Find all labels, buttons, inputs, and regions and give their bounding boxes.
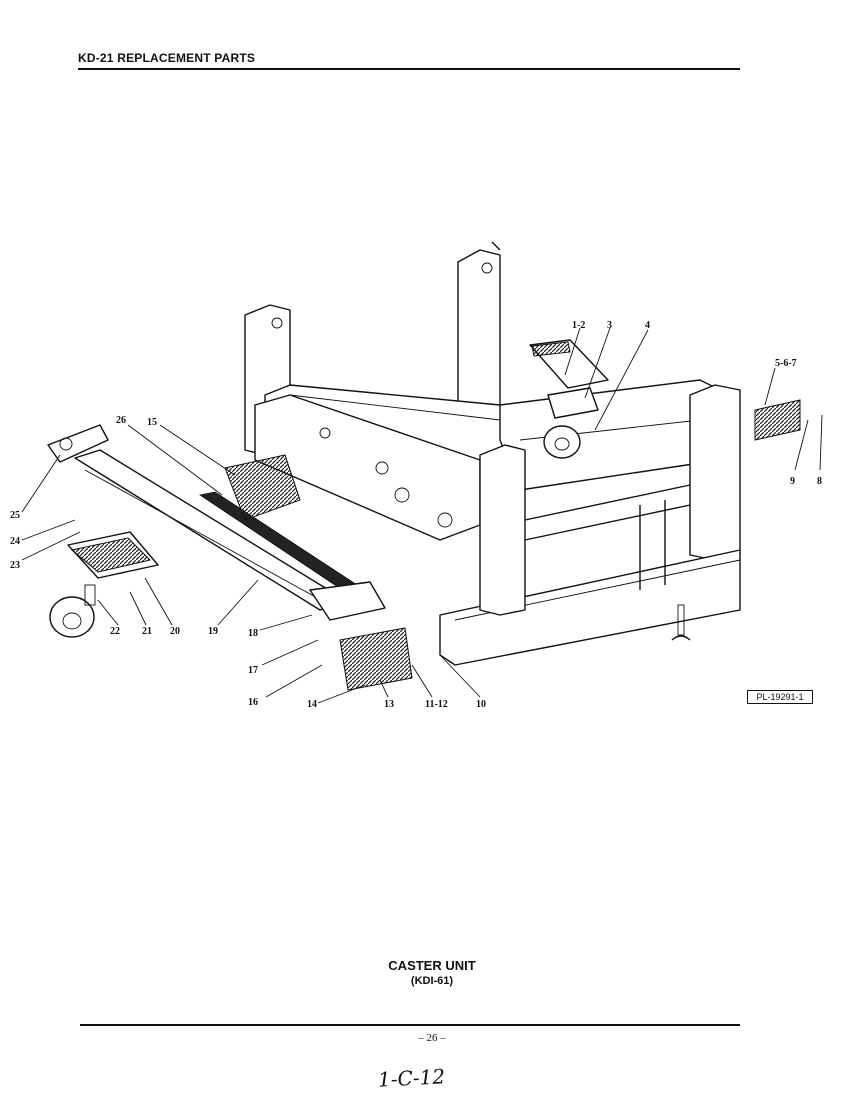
front-bracket	[309, 581, 386, 621]
callout-24: 24	[10, 536, 20, 547]
grille-plate	[754, 399, 801, 441]
callout-4: 4	[645, 320, 650, 331]
left-caster-wheel	[49, 596, 95, 638]
front-left-upright	[479, 444, 526, 616]
callout-17: 17	[248, 665, 258, 676]
front-right-upright	[689, 384, 741, 561]
caster-bracket	[224, 454, 301, 521]
callout-26: 26	[116, 415, 126, 426]
callout-15: 15	[147, 417, 157, 428]
page-number: – 26 –	[418, 1032, 446, 1044]
callout-23: 23	[10, 560, 20, 571]
callout-9: 9	[790, 476, 795, 487]
rear-caster-wheel	[543, 425, 581, 459]
callout-8: 8	[817, 476, 822, 487]
callout-20: 20	[170, 626, 180, 637]
callout-18: 18	[248, 628, 258, 639]
callout-13: 13	[384, 699, 394, 710]
callout-1-2: 1-2	[572, 320, 585, 331]
right-side-beam	[499, 379, 721, 491]
callout-19: 19	[208, 626, 218, 637]
header-title: KD-21 REPLACEMENT PARTS	[78, 51, 256, 65]
caption-title: CASTER UNIT	[388, 958, 476, 973]
plate-label: PL-19291-1	[747, 690, 813, 704]
end-bracket	[47, 424, 109, 463]
callout-22: 22	[110, 626, 120, 637]
footer-rule	[80, 1024, 740, 1026]
callout-25: 25	[10, 510, 20, 521]
callout-10: 10	[476, 699, 486, 710]
handwritten-note: 1-C-12	[377, 1064, 446, 1092]
callout-3: 3	[607, 320, 612, 331]
front-plate	[339, 627, 413, 691]
page-header: KD-21 REPLACEMENT PARTS	[78, 50, 740, 70]
leader-lines	[21, 327, 823, 704]
callout-21: 21	[142, 626, 152, 637]
caption-subtitle: (KDI-61)	[410, 975, 454, 987]
callout-5-6-7: 5-6-7	[775, 358, 797, 369]
callout-11-12: 11-12	[425, 699, 448, 710]
callout-16: 16	[248, 697, 258, 708]
callout-14: 14	[307, 699, 317, 710]
